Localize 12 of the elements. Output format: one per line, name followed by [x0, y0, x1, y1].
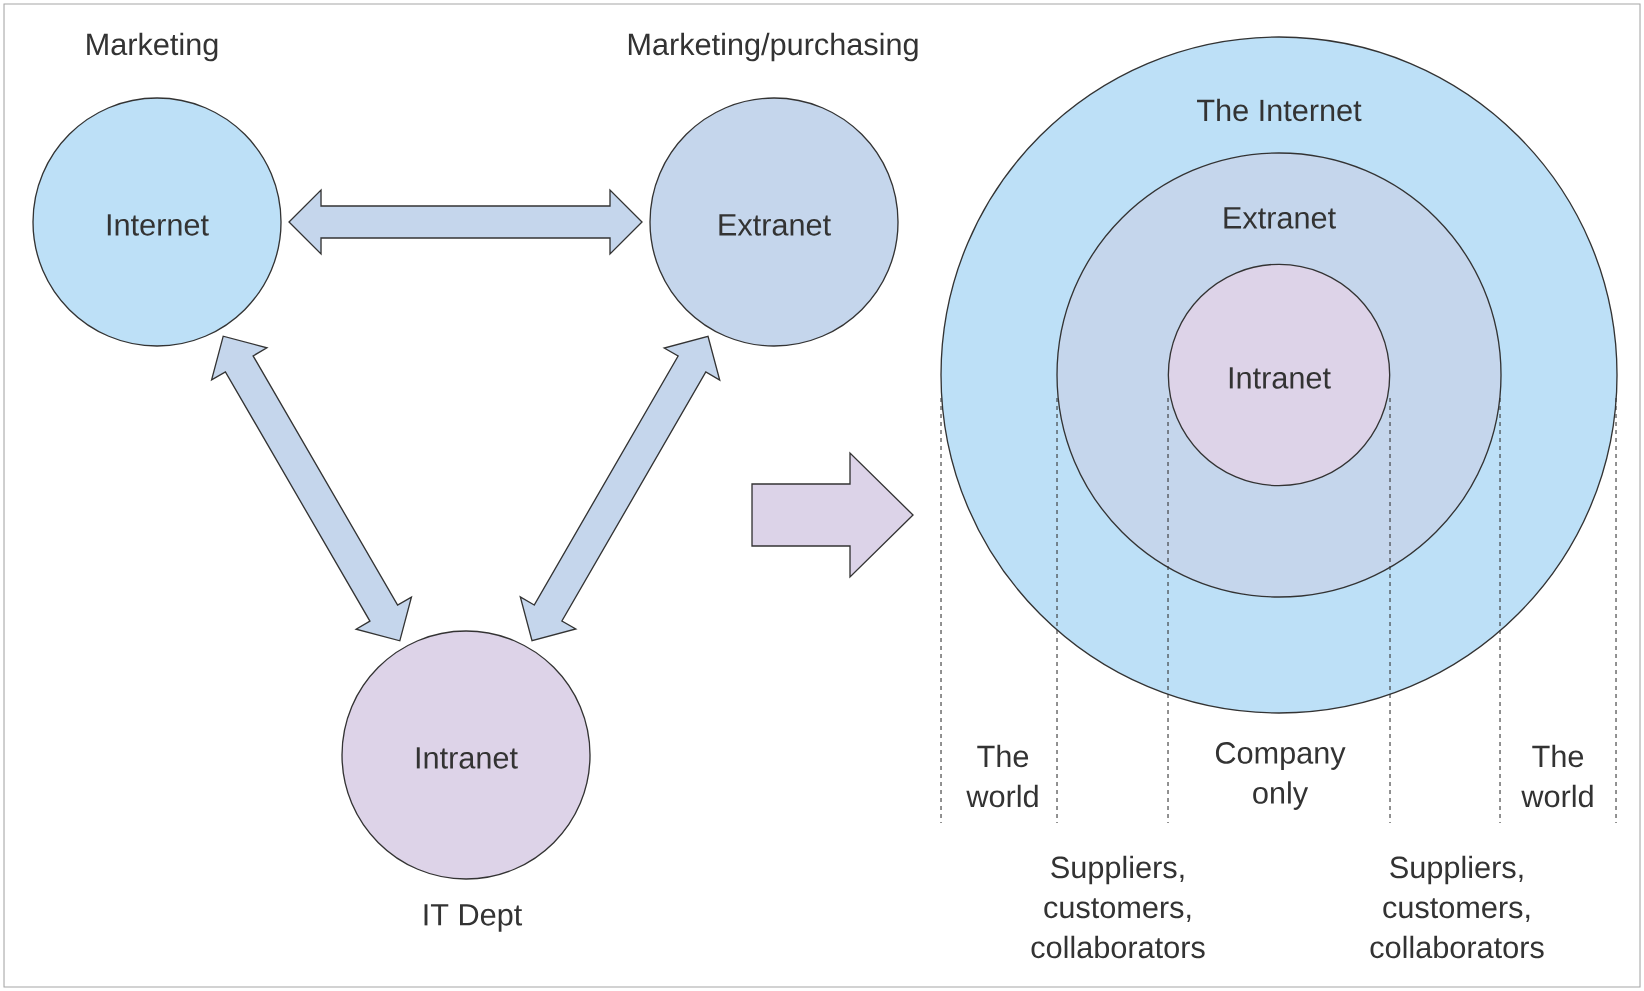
circle-caption: Marketing — [87, 32, 218, 62]
block-arrow — [210, 335, 413, 642]
zone-label: The world — [1521, 744, 1593, 808]
circle-caption: IT Dept — [424, 904, 523, 932]
circle-caption: Marketing/purchasing — [628, 32, 918, 62]
zone-label: Suppliers, customers, collaborators — [1370, 855, 1544, 959]
block-arrow — [519, 335, 721, 642]
block-arrow — [751, 451, 914, 579]
zone-label: The world — [966, 744, 1038, 808]
zone-label: Suppliers, customers, collaborators — [1031, 855, 1205, 959]
block-arrow — [288, 188, 643, 256]
zone-label: Company only — [1215, 742, 1346, 810]
